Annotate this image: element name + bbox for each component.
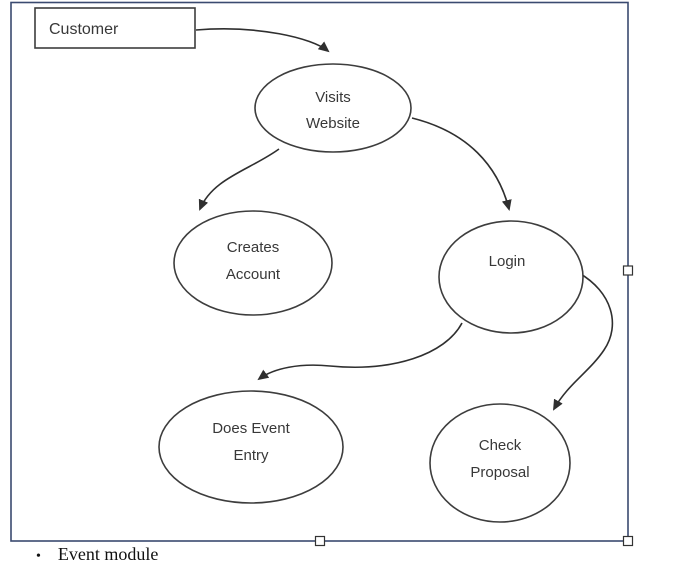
node-creates-account: Creates Account [173, 210, 333, 316]
login-label: Login [489, 253, 526, 270]
bullet-glyph: • [36, 549, 41, 564]
check-proposal-label-line2: Proposal [470, 464, 529, 481]
visits-website-ellipse [254, 63, 412, 153]
node-customer: Customer [34, 7, 196, 49]
node-does-event-entry: Does Event Entry [158, 390, 344, 504]
login-ellipse [438, 220, 584, 334]
edge-customer-to-visits-website [195, 28, 330, 53]
creates-account-label-line2: Account [226, 266, 281, 283]
visits-website-label-line2: Website [306, 115, 360, 132]
creates-account-label-line1: Creates [227, 239, 280, 256]
visits-website-label-line1: Visits [315, 89, 351, 106]
does-event-entry-label-line2: Entry [233, 447, 269, 464]
edge-visits-website-to-creates-account [198, 148, 280, 211]
customer-label: Customer [49, 21, 119, 38]
node-check-proposal: Check Proposal [429, 403, 571, 523]
creates-account-ellipse [173, 210, 333, 316]
resize-handle-right-middle[interactable] [622, 265, 634, 276]
edge-visits-website-to-login [411, 117, 512, 211]
selection-handles[interactable] [314, 265, 634, 547]
customer-rectangle [34, 7, 196, 49]
caption-text: Event module [57, 544, 159, 564]
node-visits-website: Visits Website [254, 63, 412, 153]
resize-handle-bottom-middle[interactable] [314, 535, 326, 547]
check-proposal-label-line1: Check [479, 437, 522, 454]
edge-login-to-check-proposal [553, 272, 614, 411]
node-login: Login [438, 220, 584, 334]
caption-line: • Event module [36, 544, 158, 565]
edge-group [195, 28, 614, 411]
does-event-entry-label-line1: Does Event [212, 420, 290, 437]
resize-handle-bottom-right[interactable] [622, 535, 634, 547]
does-event-entry-ellipse [158, 390, 344, 504]
check-proposal-ellipse [429, 403, 571, 523]
edge-login-to-does-event-entry [257, 322, 463, 381]
